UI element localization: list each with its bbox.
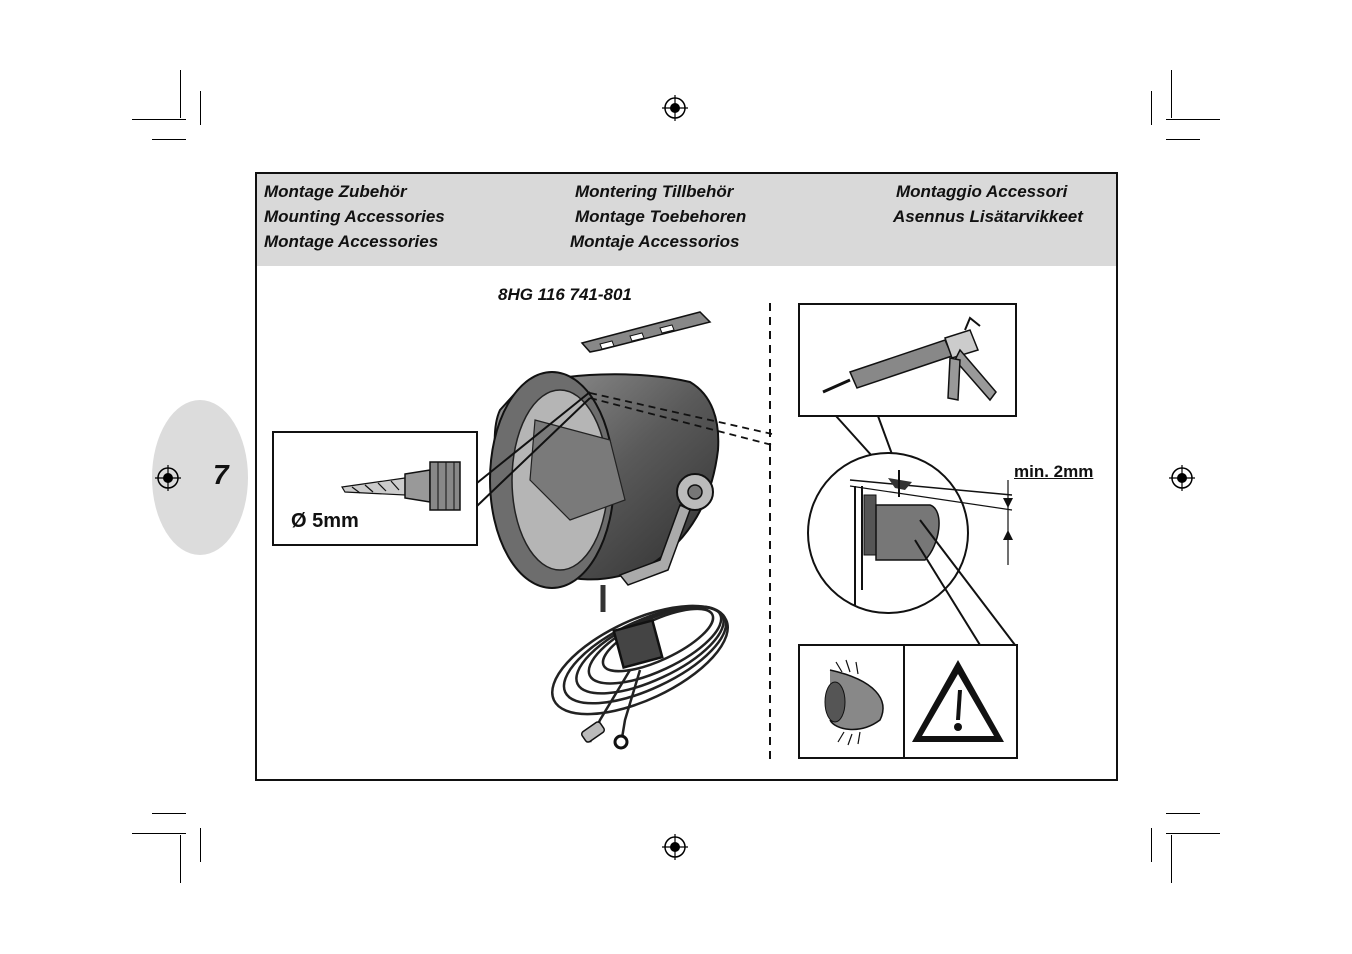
caulking-gun-inset	[798, 303, 1017, 477]
detail-magnifier	[807, 452, 1016, 646]
heading-fi: Asennus Lisätarvikkeet	[893, 207, 1083, 226]
caulking-gun-icon	[822, 316, 997, 402]
drill-inset	[272, 391, 591, 546]
page-number: 7	[213, 459, 229, 490]
cable-coil	[551, 604, 729, 743]
heading-nl: Montage Toebehoren	[575, 207, 747, 226]
heading-de: Montage Zubehör	[264, 182, 407, 201]
registration-mark-icon	[662, 95, 688, 121]
part-number: 8HG 116 741-801	[498, 285, 632, 304]
drill-diameter-label: Ø 5mm	[291, 510, 359, 532]
heading-band	[257, 174, 1116, 266]
heading-es: Montaje Accessorios	[570, 232, 740, 251]
registration-mark-icon	[1169, 465, 1195, 491]
registration-mark-icon	[662, 834, 688, 860]
heading-en: Mounting Accessories	[264, 207, 445, 226]
warning-inset	[798, 644, 1018, 759]
eye-icon	[824, 659, 884, 746]
registration-mark-icon	[155, 465, 181, 491]
bracket-icon	[580, 311, 712, 353]
heading-sv: Montering Tillbehör	[575, 182, 734, 201]
lamp-icon	[489, 371, 720, 612]
drill-icon	[341, 461, 461, 511]
heading-fr: Montage Accessories	[264, 232, 439, 251]
heading-it: Montaggio Accessori	[896, 182, 1068, 201]
min-gap-label: min. 2mm	[1014, 462, 1094, 481]
warning-triangle-icon	[912, 660, 1004, 742]
